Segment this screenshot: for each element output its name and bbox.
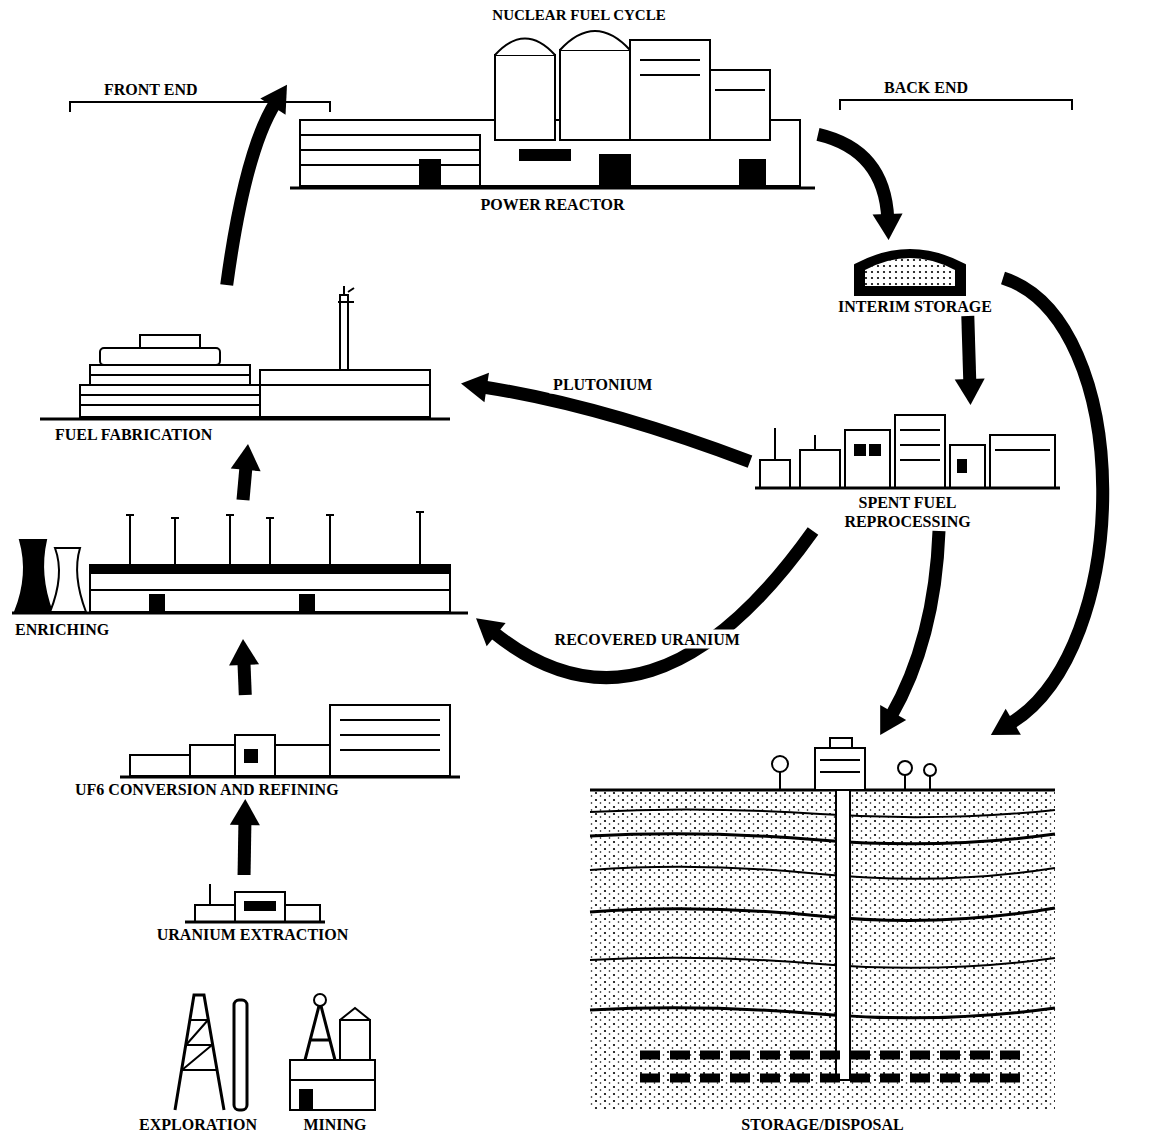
stage-label: URANIUM EXTRACTION [112,925,393,944]
arrow-head [991,709,1021,735]
stage-label: ENRICHING [15,620,476,639]
stage-node: UF6 CONVERSION AND REFINING [75,695,471,799]
stage-node: FUEL FABRICATION [35,285,461,444]
arrow-shaft [1003,278,1103,724]
stage-node: INTERIM STORAGE [827,240,1003,316]
arrow-shaft [244,660,245,695]
reprocessing-plant-drawing [755,415,1060,488]
mine-headframe-drawing [290,994,375,1110]
arrow-head [880,705,906,735]
stage-label: INTERIM STORAGE [827,297,1003,316]
arrow-head [461,373,489,403]
flow-arrow [818,134,903,240]
reactor-drawing [290,31,815,188]
arrow-head [229,639,259,666]
drilling-rig-drawing [175,995,247,1110]
section-label: FRONT END [100,80,202,99]
stage-label: UF6 CONVERSION AND REFINING [75,780,471,799]
arrow-shaft [227,102,276,285]
flow-arrow [227,85,287,285]
fabrication-plant-drawing [40,286,450,419]
stage-label: EXPLORATION [125,1115,271,1134]
flow-arrow [231,444,261,500]
arrow-head [955,379,985,405]
flow-arrow [476,531,813,678]
flow-arrow [880,531,939,735]
section-label: BACK END [880,78,972,97]
arrow-head [476,618,506,646]
arrow-shaft [482,387,750,462]
arrow-head [260,85,287,115]
stage-node: MINING [277,985,393,1134]
stage-node: STORAGE/DISPOSAL [582,735,1063,1134]
conversion-plant-drawing [120,705,460,777]
stage-label: SPENT FUEL REPROCESSING [820,493,995,531]
arrow-shaft [243,465,246,500]
stage-label: STORAGE/DISPOSAL [582,1115,1063,1134]
stage-label: MINING [277,1115,393,1134]
repository-drawing [590,738,1055,1110]
arrow-shaft [891,531,939,717]
arrow-head [231,444,261,471]
enrichment-plant-drawing [12,512,468,613]
diagram-title: NUCLEAR FUEL CYCLE [0,6,1158,24]
flow-arrow [955,316,985,405]
arrow-shaft [238,820,252,875]
arrow-head [230,799,260,825]
flow-label: PLUTONIUM [549,374,656,393]
arrow-head [873,213,903,240]
stage-node: EXPLORATION [125,985,271,1134]
arrow-shaft [968,316,970,384]
stage-label: FUEL FABRICATION [55,425,461,444]
stage-node: POWER REACTOR [287,15,818,214]
flow-arrow [991,278,1103,735]
flow-label: RECOVERED URANIUM [551,630,744,649]
flow-arrow [230,799,260,875]
arrow-shaft [818,134,888,219]
stage-node: SPENT FUEL REPROCESSING [750,405,1065,531]
interim-storage-drawing [855,250,965,295]
flow-arrow [461,373,750,462]
arrow-shaft [492,531,813,678]
flow-arrow [229,639,259,695]
stage-node: URANIUM EXTRACTION [112,875,393,944]
stage-label: POWER REACTOR [287,195,818,214]
extraction-plant-drawing [185,884,325,922]
stage-node: ENRICHING [10,500,476,639]
